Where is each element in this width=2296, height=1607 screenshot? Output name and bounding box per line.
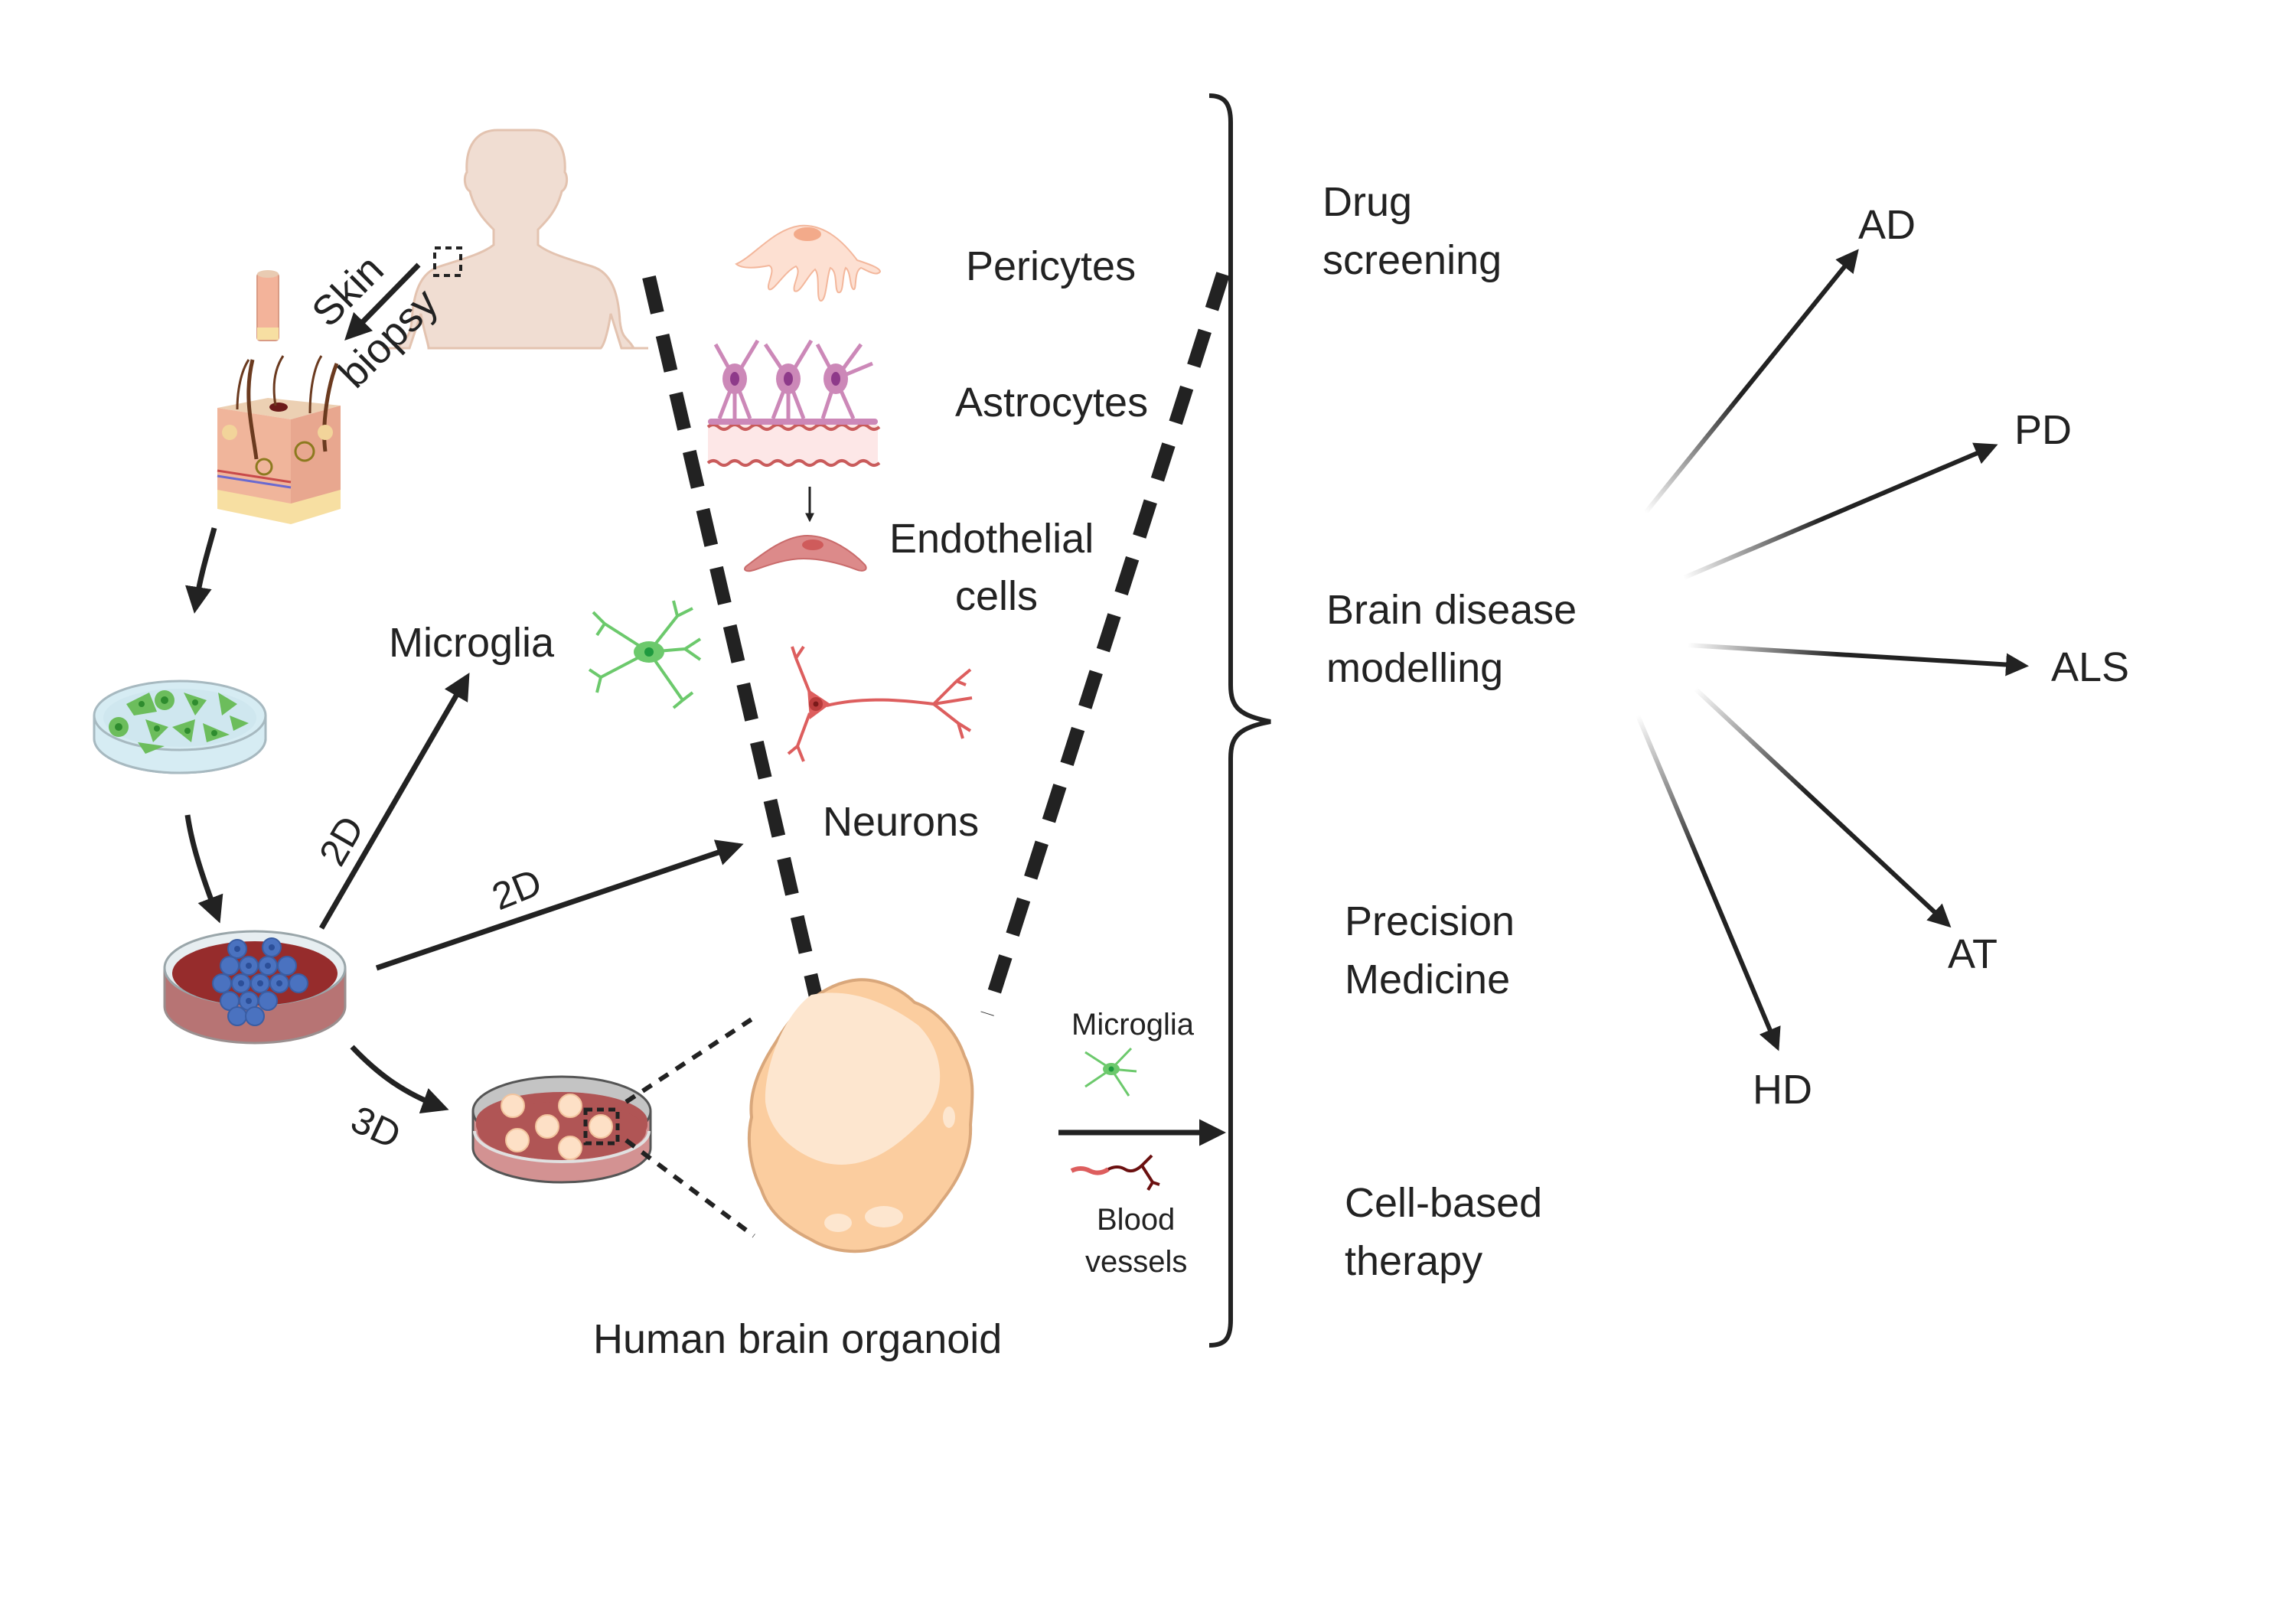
label-3d: 3D — [344, 1097, 407, 1157]
addon-blood-label-line1: Blood — [1097, 1203, 1175, 1237]
organoid-dish-icon — [471, 1075, 652, 1184]
endothelial-label-line2: cells — [955, 573, 1038, 619]
pericytes-label: Pericytes — [966, 243, 1136, 289]
microglia-label: Microglia — [389, 620, 555, 666]
neurons-label: Neurons — [823, 799, 979, 845]
pericyte-icon — [735, 224, 882, 302]
application-drug-screening-line1: Drug — [1322, 179, 1412, 225]
neuron-icon — [787, 645, 973, 762]
disease-label-hd: HD — [1753, 1067, 1812, 1113]
disease-label-at: AT — [1948, 931, 1998, 977]
applications-brace — [1208, 93, 1271, 1348]
application-cell-therapy-line2: therapy — [1345, 1238, 1482, 1284]
disease-label-pd: PD — [2014, 407, 2072, 453]
application-cell-therapy-line1: Cell-based — [1345, 1180, 1542, 1226]
fibroblast-dish-icon — [93, 680, 267, 774]
ipsc-dish-icon — [163, 930, 347, 1045]
arrow-to-pd — [1682, 442, 1998, 580]
endothelial-cell-icon — [744, 534, 867, 572]
disease-label-als: ALS — [2051, 644, 2129, 690]
arrow-to-als — [1687, 643, 2029, 676]
human-body-icon — [383, 129, 648, 350]
application-disease-modelling-line1: Brain disease — [1326, 587, 1577, 633]
application-disease-modelling-line2: modelling — [1326, 645, 1503, 691]
application-drug-screening-line2: screening — [1322, 237, 1502, 283]
skin-punch-icon — [256, 270, 279, 341]
arrow-to-hd — [1636, 714, 1781, 1051]
arrow-to-fibroblasts — [185, 527, 217, 614]
biopsy-arrow — [344, 262, 421, 341]
disease-label-ad: AD — [1858, 202, 1916, 248]
addon-microglia-label: Microglia — [1071, 1008, 1195, 1041]
arrow-3d-organoid — [350, 1045, 449, 1113]
zoom-line-bottom — [625, 1138, 755, 1238]
label-2d-neurons: 2D — [486, 860, 547, 918]
addon-blood-label-line2: vessels — [1085, 1245, 1187, 1279]
arrow-to-at — [1693, 686, 1952, 928]
arrow-to-ad — [1643, 249, 1859, 514]
organoid-caption: Human brain organoid — [593, 1316, 1002, 1362]
biopsy-site-marker — [433, 246, 462, 277]
skin-tissue-icon — [217, 355, 341, 524]
application-precision-medicine-line2: Medicine — [1345, 957, 1510, 1002]
astrocytes-label: Astrocytes — [955, 380, 1148, 425]
arrow-to-ipsc — [184, 814, 223, 924]
label-2d-microglia: 2D — [311, 809, 372, 872]
funnel-left-dashed-line — [642, 275, 826, 1012]
endothelial-label-line1: Endothelial — [889, 516, 1094, 562]
addon-microglia-icon — [1084, 1047, 1137, 1097]
zoom-line-top — [625, 1015, 755, 1104]
blood-vessel-icon — [1070, 1154, 1160, 1191]
microglia-icon — [588, 600, 702, 709]
arrow-2d-microglia — [318, 672, 470, 930]
astrocytes-icon — [706, 339, 881, 467]
application-precision-medicine-line1: Precision — [1345, 898, 1515, 944]
arrow-2d-neurons — [375, 839, 744, 971]
funnel-right-dashed-line — [980, 272, 1230, 1016]
brain-organoid-icon — [747, 978, 974, 1253]
